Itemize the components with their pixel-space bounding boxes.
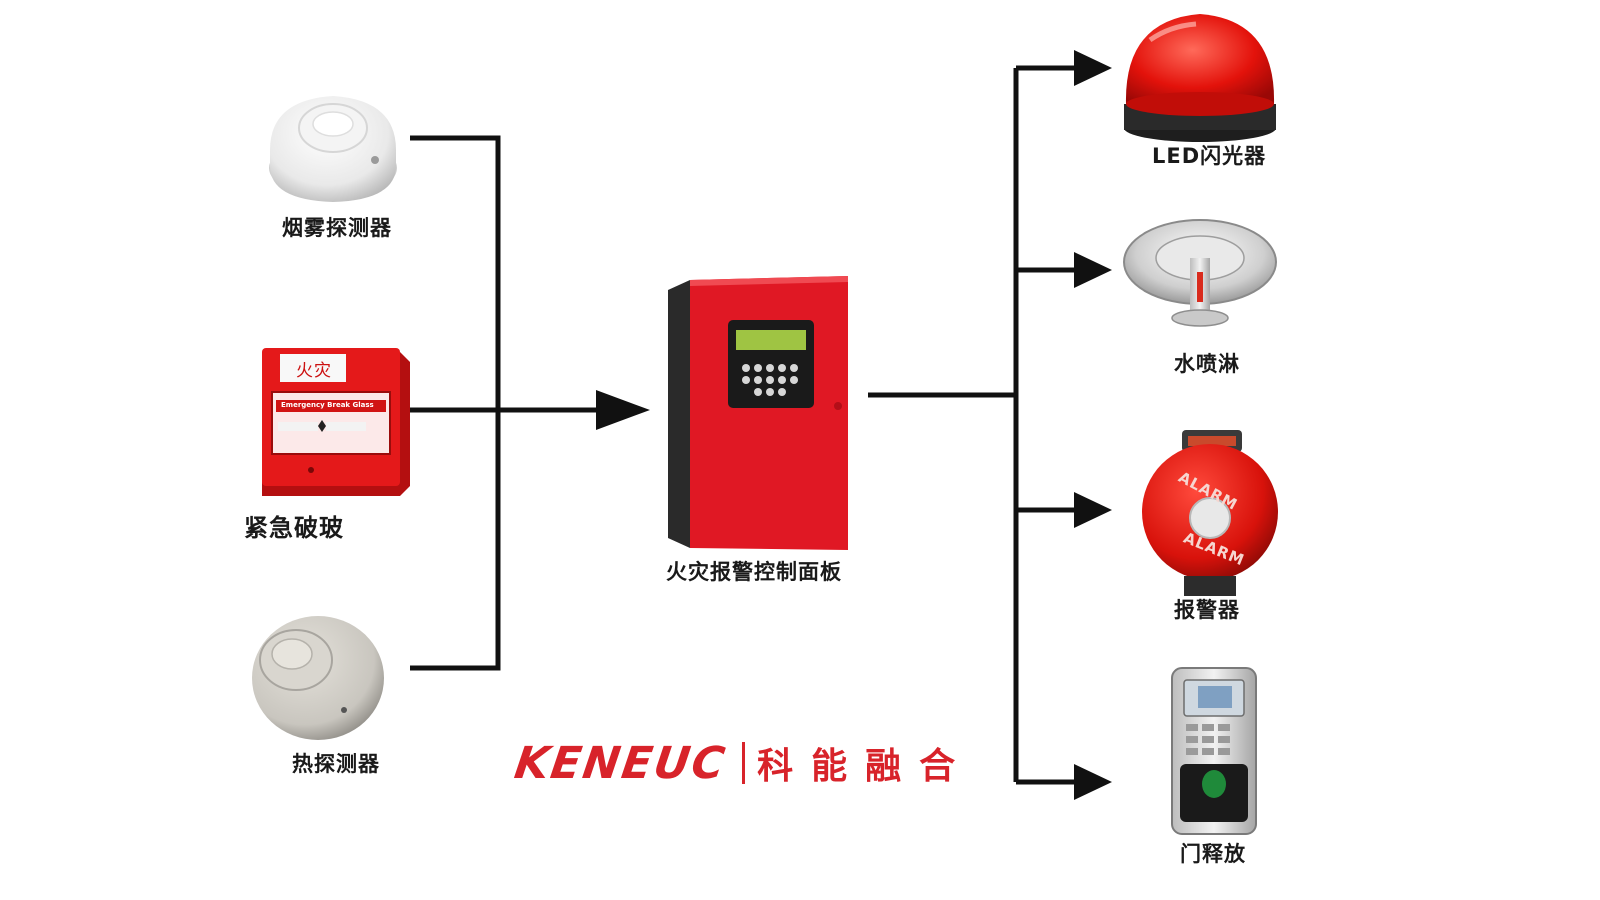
smoke-detector-label: 烟雾探测器 <box>282 216 392 240</box>
break-glass-label: 紧急破玻 <box>244 514 344 542</box>
break-glass-sign-text: 火灾 <box>296 361 332 381</box>
brand-divider <box>742 742 746 784</box>
brand-logo-en: KENEUC <box>511 737 730 789</box>
brand-logo-cn: 科能融合 <box>757 746 974 787</box>
control-panel-image <box>668 276 848 550</box>
smoke-detector-image <box>269 96 397 202</box>
arrow-to-alarm-bell <box>1074 492 1112 528</box>
alarm-bell-label: 报警器 <box>1174 598 1240 622</box>
heat-detector-label: 热探测器 <box>292 752 380 776</box>
break-glass-strip-text: Emergency Break Glass <box>281 401 374 409</box>
break-glass-image <box>262 348 410 496</box>
led-strobe-image <box>1124 14 1276 142</box>
smoke-detector-line <box>410 135 501 671</box>
led-strobe-label: LED闪光器 <box>1152 144 1267 168</box>
brand-logo: KENEUC 科能融合 <box>511 735 974 791</box>
panel-input-arrow <box>596 390 650 430</box>
sprinkler-label: 水喷淋 <box>1174 352 1240 376</box>
output-connectors <box>868 65 1078 785</box>
control-panel-label: 火灾报警控制面板 <box>666 560 842 584</box>
arrow-to-sprinkler <box>1074 252 1112 288</box>
arrow-to-door-release <box>1074 764 1112 800</box>
output-arrows <box>1074 50 1112 800</box>
arrow-to-led-strobe <box>1074 50 1112 86</box>
door-release-label: 门释放 <box>1180 842 1246 866</box>
door-release-image <box>1171 667 1257 835</box>
input-connectors <box>410 135 600 671</box>
sprinkler-image <box>1123 219 1277 327</box>
alarm-bell-image <box>1142 430 1278 596</box>
heat-detector-image <box>252 616 384 740</box>
